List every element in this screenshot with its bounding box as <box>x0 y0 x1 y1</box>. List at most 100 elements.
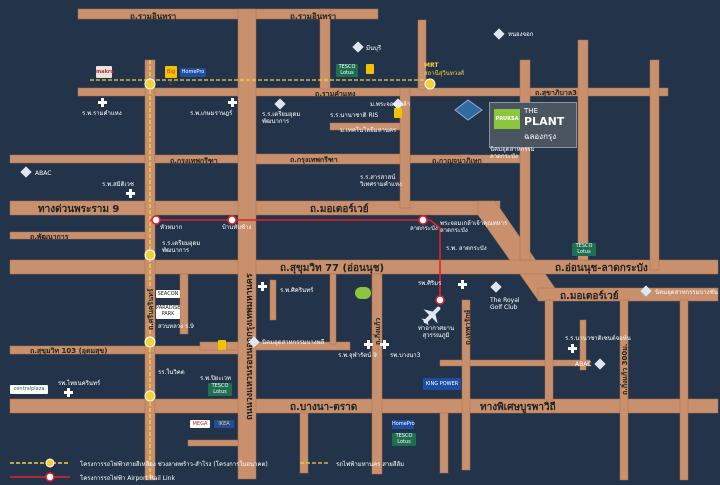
big-c-logo: Big C <box>165 66 177 87</box>
label-suan-luang: สวนหลวง ร.9 <box>158 323 194 330</box>
station-lat-krabang <box>418 215 428 225</box>
hospital-icon-2 <box>228 98 237 107</box>
road-south-1 <box>299 412 309 474</box>
label-sukhumvit103: ถ.สุขุมวิท 103 (อุดมสุข) <box>30 347 108 355</box>
label-krungthep-kreetha: ถ.กรุงเทพกรีฑา <box>170 157 218 165</box>
label-school-bangna: รร.ในวิคต <box>158 369 185 376</box>
legend-yellow: โครงการรถไฟฟ้าสายสีเหลือง ช่วงลาดพร้าว-ส… <box>80 461 268 468</box>
project-name-3: ฉลองกรุง <box>524 132 557 141</box>
label-sukhumvit77: ถ.สุขุมวิท 77 (อ่อนนุช) <box>280 263 385 274</box>
label-phatthanakan: ถ.พัฒนาการ <box>30 233 69 241</box>
label-mrt-station: สถานีสุวินทวงศ์ <box>424 70 464 77</box>
label-airport: ท่าอากาศยาน สุวรรณภูมิ <box>418 325 455 339</box>
yellow-station-2 <box>144 249 156 261</box>
road-ladkrabang <box>577 39 589 261</box>
label-ramintra-left: ถ.รามอินทรา <box>130 12 177 21</box>
road-ramkhamhaeng <box>77 87 669 97</box>
hospital-icon-5 <box>258 282 267 291</box>
hospital-icon-9 <box>568 344 577 353</box>
hospital-icon-6 <box>364 340 373 349</box>
label-ramkhamhaeng: ถ.รามคำแหง <box>315 90 356 98</box>
road-ramintra-north <box>319 8 331 90</box>
label-hospital-piyavate: ร.พ.ปิยะเวท <box>200 375 231 382</box>
label-hospital-bangpakok: รพ.ไทยนครินทร์ <box>58 380 101 387</box>
king-power-logo: KING POWER <box>423 378 461 390</box>
road-outer-ring <box>237 8 257 480</box>
label-university-nida: ม.เทคโนโลยีมหานคร <box>340 127 397 134</box>
label-kmitl: ม.พระจอมเกล้า <box>370 101 411 108</box>
label-motorway-mid: ถ.มอเตอร์เวย์ <box>310 204 369 215</box>
label-motorway-left: ทางด่วนพระราม 9 <box>38 204 120 215</box>
label-onnut-latkrabang: ถ.อ่อนนุช-ลาดกระบัง <box>555 263 648 274</box>
label-nikhom-ladkrabang: นิคมอุตสาหกรรม ลาดกระบัง <box>490 146 535 160</box>
mega-logo: MEGA <box>190 420 210 428</box>
road-bangna-trat <box>9 398 719 414</box>
project-marker <box>454 99 483 121</box>
label-kmitl-full: พระจอมเกล้าเจ้าคุณทหาร ลาดกระบัง <box>440 220 508 234</box>
label-mrt: MRT <box>424 62 439 69</box>
mrt-station <box>424 78 436 90</box>
label-chalongkrung: ถ.กรุงเทพกรีฑา <box>290 156 338 164</box>
label-hua-mak: หัวหมาก <box>160 224 183 231</box>
road-kingkaeo <box>371 273 383 475</box>
label-hospital-pheethai: ร.พ.จุฬารัตน์ 9 <box>338 352 377 359</box>
road-north-link <box>399 87 411 209</box>
project-box[interactable]: PRUKSA THE PLANT ฉลองกรุง <box>489 102 577 148</box>
road-south-west <box>187 439 239 447</box>
yellow-station-3 <box>144 336 156 348</box>
yellow-station-1 <box>144 78 156 90</box>
road-ramintra <box>77 8 379 20</box>
road-east-1 <box>649 59 660 271</box>
label-bangna-expressway: ทางพิเศษบูรพาวิถี <box>480 402 556 413</box>
hospital-icon-8 <box>64 388 73 397</box>
homepro-logo-2: HomePro <box>392 420 415 429</box>
road-east-3 <box>679 299 689 481</box>
project-name-1: THE <box>524 107 538 115</box>
road-soi-2 <box>329 273 337 345</box>
big-c-icon-4 <box>366 64 374 74</box>
label-abac-bangna: ABAC <box>575 361 592 368</box>
label-hospital-samitivej: ร.พ.สมิติเวช <box>102 181 134 188</box>
road-east-5 <box>579 319 587 371</box>
label-school-sarasas: ร.ร.สารสาสน์ วิเทศรามคำแหง <box>360 174 402 188</box>
pruksa-logo: PRUKSA <box>494 109 520 129</box>
paradise-park-logo: PARADISE PARK <box>156 305 181 319</box>
label-bangplee: ถ.กิ่งแก้ว 300ม. <box>621 343 629 395</box>
station-ban-thap-chang <box>227 215 237 225</box>
park-icon <box>355 287 371 299</box>
label-school-triamudom-2: ร.ร.เตรียมอุดม พัฒนาการ <box>162 240 201 254</box>
hospital-icon-3 <box>126 189 135 198</box>
ikea-logo: IKEA <box>214 420 234 428</box>
road-east-2 <box>619 299 629 481</box>
road-south-2 <box>439 412 449 474</box>
hospital-icon-7 <box>380 340 389 349</box>
label-school-stjohn: ร.ร.นานาชาติเซนต์จอห์น <box>565 335 631 342</box>
label-kanchanaphisek: ถ.กาญจนาภิเษก <box>432 157 482 165</box>
label-school-mit: ร.ร.นานาชาติ RIS <box>330 112 379 119</box>
road-sukhumvit77 <box>9 259 719 275</box>
hospital-icon-4 <box>458 280 467 289</box>
label-hospital-ramkhamhaeng: ร.พ.รามคำแหง <box>82 110 122 117</box>
label-ramintra-right: ถ.รามอินทรา <box>290 12 337 21</box>
project-name-2: PLANT <box>524 115 565 128</box>
road-romklao <box>519 59 531 261</box>
label-hospital-sawangarom: ร.พ.เกษมราษฎร์ <box>190 110 233 117</box>
seacon-logo: SEACON <box>156 290 180 298</box>
label-hospital-latkrabang: ร.พ. ลาดกระบัง <box>446 245 487 252</box>
road-suwinthawong <box>417 19 427 91</box>
label-hospital-paolo: รพ.ศิริมร <box>418 280 442 287</box>
legend-red: โครงการรถไฟฟ้า Airport Rail Link <box>80 475 175 482</box>
airport-rail-link-path <box>150 219 441 300</box>
big-c-icon-3 <box>394 108 402 118</box>
road-west-link <box>179 273 189 335</box>
label-lat-krabang: ลาดกระบัง <box>410 225 438 232</box>
legend-orange: รถไฟฟ้ามหานคร สายสีส้ม <box>336 461 405 468</box>
road-motorway-diagonal <box>477 200 556 301</box>
label-abac: ABAC <box>35 170 52 177</box>
label-motorway-right: ถ.มอเตอร์เวย์ <box>560 291 619 302</box>
